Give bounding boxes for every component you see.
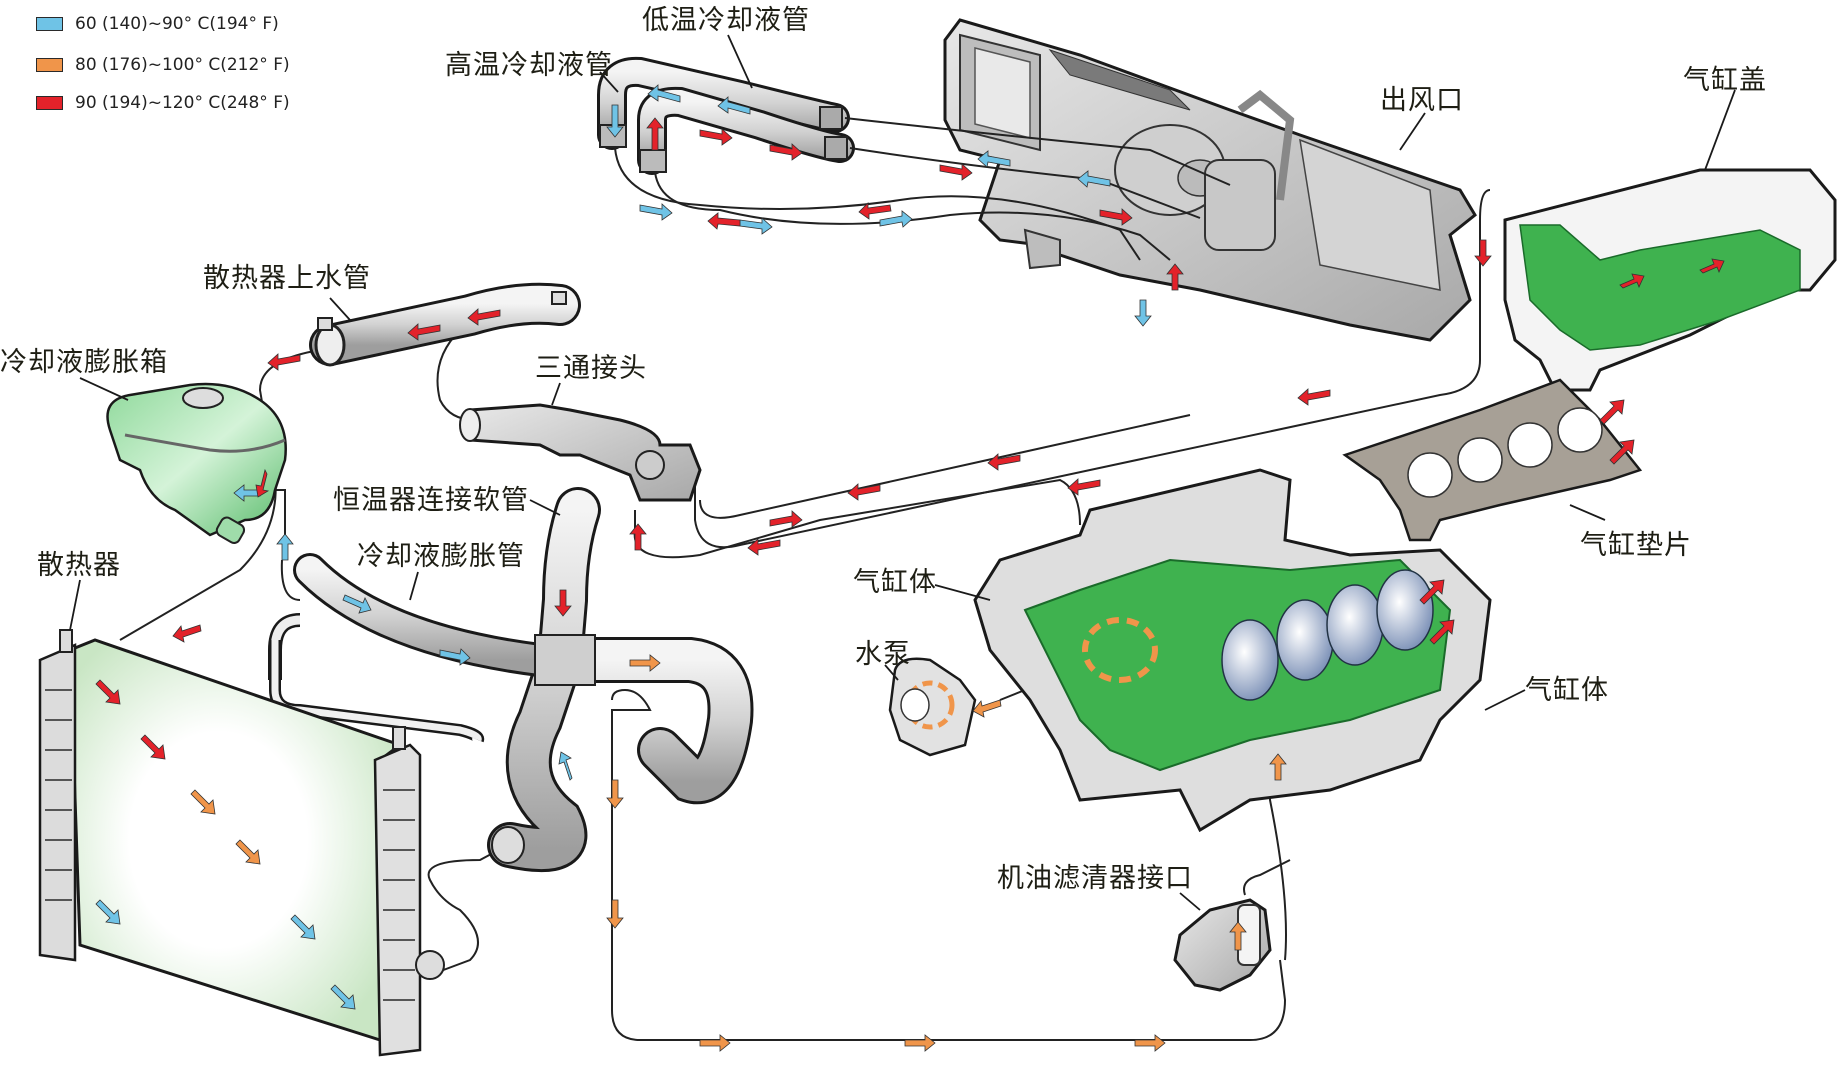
hot-arrow [1609, 439, 1635, 465]
label-expansion-tank: 冷却液膨胀箱 [0, 347, 168, 378]
legend-label-warm: 80 (176)~100° C(212° F) [75, 55, 290, 75]
hot-arrow [646, 117, 664, 151]
label-radiator: 散热器 [37, 550, 121, 581]
oil-filter-port [1173, 898, 1272, 992]
cool-arrow [95, 899, 121, 925]
warm-arrow [606, 899, 624, 929]
hot-arrow [554, 589, 572, 617]
warm-arrow [606, 779, 624, 809]
warm-arrow [904, 1034, 936, 1052]
label-air-outlet: 出风口 [1380, 85, 1464, 116]
hot-arrow [140, 734, 166, 760]
label-radiator-upper-hose: 散热器上水管 [203, 263, 371, 294]
heater-box [943, 18, 1477, 342]
water-pump [888, 657, 977, 757]
hot-arrow [172, 624, 202, 643]
warm-arrow [629, 654, 661, 672]
hot-arrow [255, 468, 270, 498]
cool-arrow [439, 648, 471, 666]
hot-arrow [1599, 399, 1625, 425]
cool-arrow [290, 914, 316, 940]
legend-item-warm: 80 (176)~100° C(212° F) [36, 55, 290, 75]
hot-arrow [1099, 208, 1133, 226]
hot-arrow [407, 323, 441, 341]
legend-swatch-warm [36, 58, 63, 72]
cool-arrow [276, 533, 294, 561]
cool-arrow [739, 217, 773, 235]
legend-item-cool: 60 (140)~90° C(194° F) [36, 14, 279, 34]
thermostat-hose [268, 487, 754, 873]
cool-arrow [342, 594, 372, 614]
cool-arrow [1077, 170, 1111, 188]
legend-label-hot: 90 (194)~120° C(248° F) [75, 93, 290, 113]
radiator-upper-hose [309, 282, 581, 367]
warm-arrow [1134, 1034, 1166, 1052]
hot-arrow [467, 308, 501, 326]
cylinder-block [973, 468, 1492, 833]
hot-arrow [707, 212, 741, 230]
label-expansion-hose: 冷却液膨胀管 [357, 541, 525, 572]
label-cylinder-block-right: 气缸体 [1525, 675, 1609, 706]
warm-arrow [190, 789, 216, 815]
label-head-gasket: 气缸垫片 [1580, 530, 1692, 561]
cool-arrow [879, 210, 913, 228]
cool-arrow [647, 84, 681, 103]
heater-hoses [597, 56, 855, 175]
legend-swatch-cool [36, 17, 63, 31]
legend-item-hot: 90 (194)~120° C(248° F) [36, 93, 290, 113]
hot-arrow [1166, 263, 1184, 291]
hot-arrow [1429, 619, 1455, 645]
hot-arrow [1297, 388, 1331, 406]
cool-arrow [233, 484, 261, 502]
hot-arrow [699, 128, 733, 146]
hot-arrow [267, 353, 301, 371]
hot-arrow [747, 538, 781, 556]
warm-arrow [699, 1034, 731, 1052]
cylinder-head [1503, 168, 1837, 392]
warm-arrow [1269, 753, 1287, 781]
hot-arrow [629, 523, 647, 551]
radiator [38, 629, 445, 1057]
label-high-temp-hose: 高温冷却液管 [445, 50, 613, 81]
three-way-connector [459, 403, 702, 502]
cool-arrow [330, 984, 356, 1010]
label-cylinder-head: 气缸盖 [1683, 65, 1767, 96]
label-thermostat-hose: 恒温器连接软管 [333, 485, 529, 516]
hot-arrow [1419, 579, 1445, 605]
warm-arrow [1229, 921, 1247, 951]
warm-arrow [972, 699, 1002, 718]
cool-arrow [639, 203, 673, 221]
head-gasket [1342, 378, 1643, 542]
cool-arrow [606, 104, 624, 138]
leader-lines [69, 34, 1736, 911]
coolant-expansion-tank [106, 382, 287, 544]
flow-arrows [95, 84, 1725, 1052]
hot-arrow [1474, 239, 1492, 267]
cool-arrow [977, 150, 1011, 168]
cool-arrow [1134, 299, 1152, 327]
hot-arrow [95, 679, 121, 705]
hot-arrow [769, 510, 803, 528]
hot-arrow [858, 202, 892, 220]
hot-arrow [987, 453, 1021, 471]
label-low-temp-hose: 低温冷却液管 [642, 5, 810, 36]
cool-arrow [558, 751, 573, 781]
legend-label-cool: 60 (140)~90° C(194° F) [75, 14, 279, 34]
label-oil-filter-port: 机油滤清器接口 [997, 863, 1193, 894]
label-three-way-connector: 三通接头 [535, 353, 647, 384]
hot-arrow [939, 163, 973, 181]
hot-arrow [1619, 273, 1645, 289]
label-cylinder-block-left: 气缸体 [853, 567, 937, 598]
hot-arrow [1699, 258, 1725, 274]
legend-swatch-hot [36, 96, 63, 110]
hot-arrow [769, 143, 803, 161]
warm-arrow [235, 839, 261, 865]
label-water-pump: 水泵 [855, 639, 911, 670]
cool-arrow [717, 96, 751, 115]
hot-arrow [1067, 478, 1101, 496]
hot-arrow [847, 483, 881, 501]
